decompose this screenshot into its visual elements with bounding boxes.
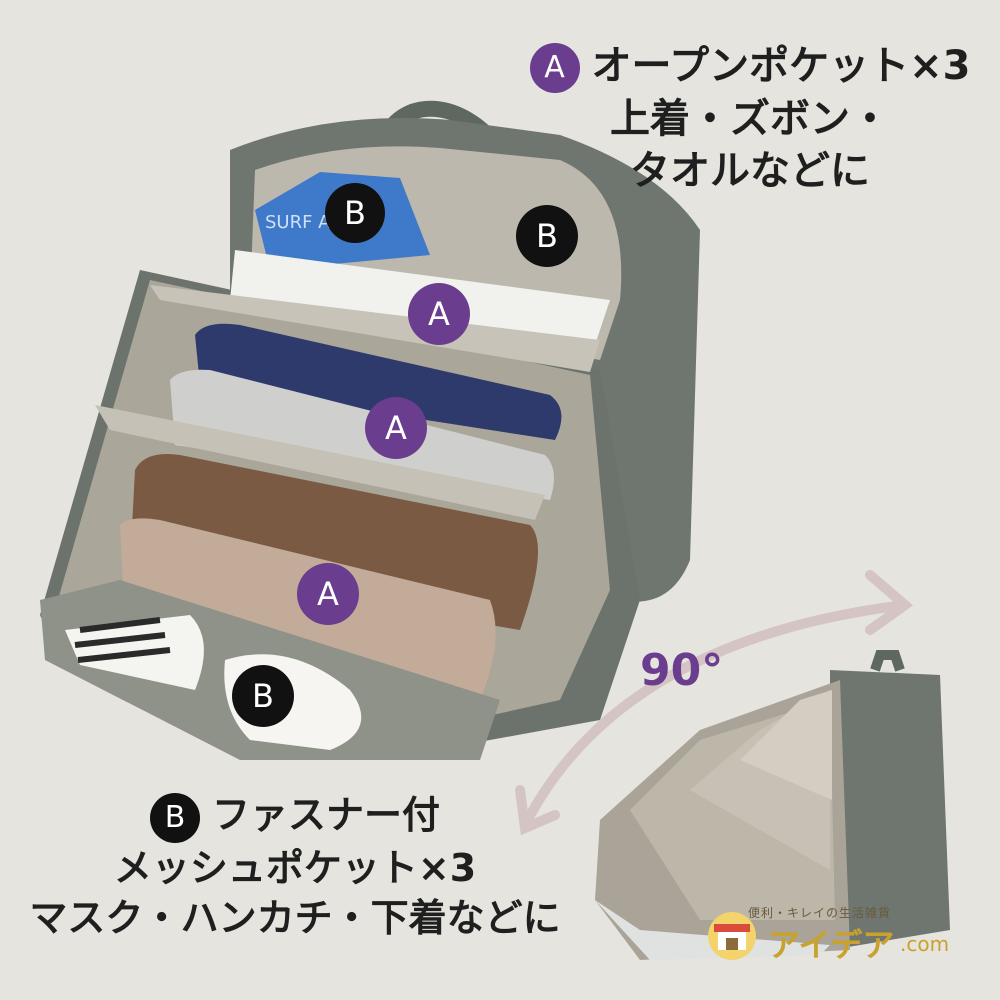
caption-b-line-2: メッシュポケット×3 [113, 845, 477, 890]
rotation-arrow [515, 570, 914, 836]
white-socks [65, 615, 204, 690]
badge-b-top-right: B [516, 205, 578, 267]
grey-shirt [170, 369, 554, 500]
caption-a-line-3: タオルなどに [630, 148, 870, 194]
brown-towel [130, 454, 538, 630]
divider-panel-1 [150, 285, 600, 372]
badge-b-bottom: B [232, 665, 294, 727]
caption-a-title: オープンポケット×3 [591, 43, 971, 89]
angle-label: 90° [640, 645, 724, 696]
caption-b-line-3: マスク・ハンカチ・下着などに [29, 895, 561, 940]
caption-a-line-2: 上着・ズボン・ [610, 96, 890, 142]
badge-a-middle: A [365, 397, 427, 459]
badge-a-shirt: A [408, 283, 470, 345]
badge-a-towel: A [297, 563, 359, 625]
logo-name: アイデア [768, 926, 895, 964]
badge-b-inline: B [149, 792, 200, 843]
logo-suffix: .com [900, 932, 950, 956]
navy-shirt [195, 323, 562, 440]
small-bag-photo [595, 650, 950, 960]
brand-logo: 便利・キレイの生活雑貨 アイデア .com [700, 900, 980, 970]
caption-b-title: ファスナー付 [211, 793, 440, 837]
badge-a-inline: A [529, 43, 580, 93]
badge-b-top-left: B [325, 183, 385, 243]
shop-icon [708, 912, 756, 960]
logo-tagline: 便利・キレイの生活雑貨 [748, 906, 892, 920]
divider-panel-2 [95, 405, 545, 520]
